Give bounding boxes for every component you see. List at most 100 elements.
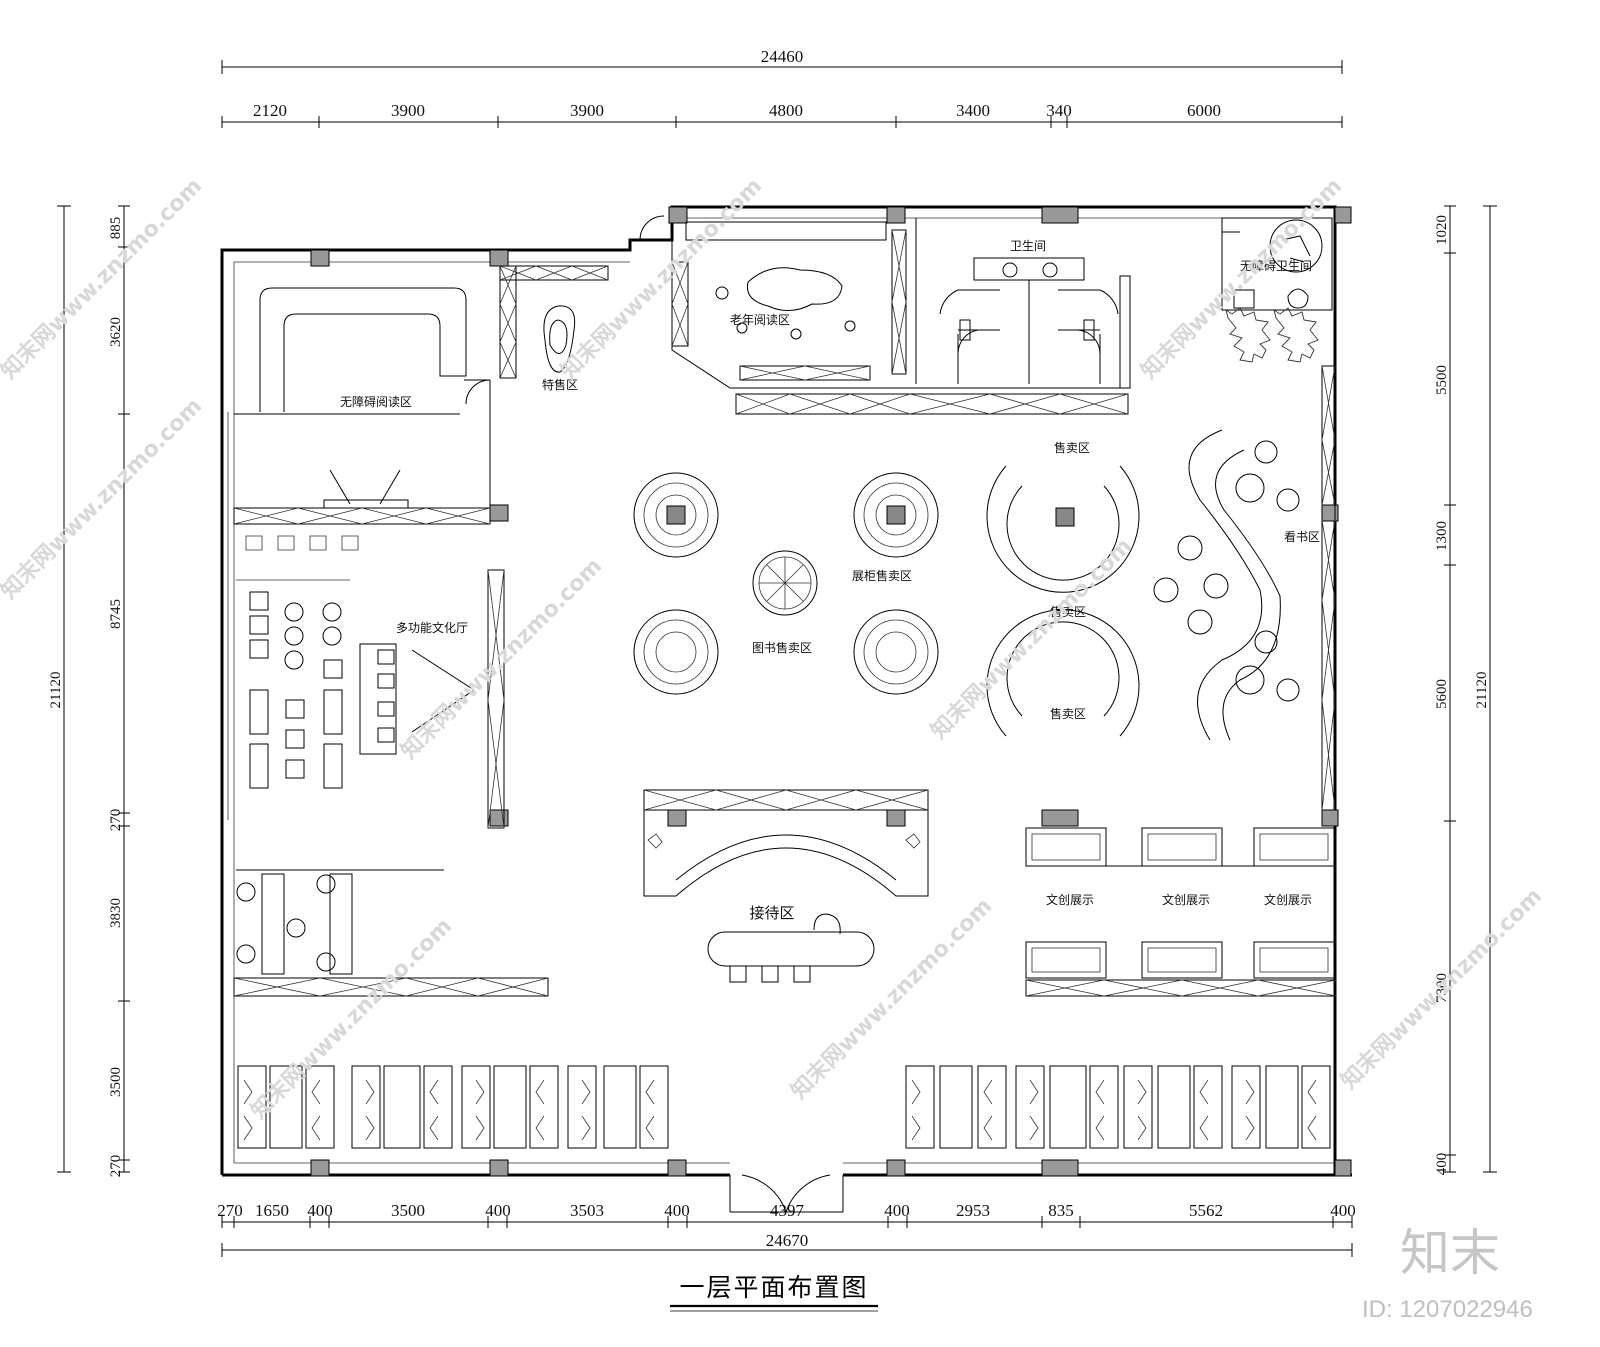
room-label-reading: 看书区: [1284, 530, 1320, 544]
watermark-text-7: 知末网www.znzmo.com: [1136, 173, 1347, 384]
watermark-text-5: 知末网www.znzmo.com: [926, 533, 1137, 744]
restroom: 卫生间: [915, 218, 1131, 389]
bottom-total-dimension: 24670: [221, 1231, 1353, 1257]
watermark-text-8: 知末网www.znzmo.com: [1336, 883, 1547, 1094]
top-dim-5: 3400: [956, 101, 990, 120]
left-total-dimension: 21120: [48, 205, 71, 1173]
creative-display-area: 文创展示 文创展示 文创展示: [1025, 827, 1337, 997]
right-dim-1: 1020: [1434, 215, 1450, 245]
room-label-restroom: 卫生间: [1010, 239, 1046, 253]
brand-id-text: ID: 1207022946: [1362, 1296, 1533, 1323]
top-dim-7: 6000: [1187, 101, 1221, 120]
bottom-dim-10: 2953: [956, 1201, 990, 1220]
right-dim-3: 1300: [1434, 521, 1450, 551]
left-dim-6: 3500: [108, 1067, 124, 1097]
bottom-dim-12: 5562: [1189, 1201, 1223, 1220]
bottom-dim-11: 835: [1048, 1201, 1074, 1220]
reading-wave-seating: 看书区: [1153, 429, 1320, 741]
structural-columns: [310, 206, 1352, 1177]
room-label-book-sales: 图书售卖区: [752, 640, 812, 655]
entrance-door: [729, 1174, 844, 1213]
top-dim-6: 340: [1046, 101, 1072, 120]
right-total-dimension: 21120: [1474, 205, 1497, 1173]
right-wall-shelves: [1321, 365, 1336, 811]
bottom-dim-6: 3503: [570, 1201, 604, 1220]
spiral-display: [752, 550, 818, 616]
lounge-seating: [236, 873, 353, 975]
brand-logo-text: 知末: [1400, 1224, 1500, 1282]
watermark-text-3: 知末网www.znzmo.com: [396, 553, 607, 764]
drawing-title: 一层平面布置图: [670, 1273, 878, 1312]
right-dim-2: 5500: [1434, 365, 1450, 395]
left-dim-1: 885: [108, 217, 124, 240]
right-dim-4: 5600: [1434, 679, 1450, 709]
top-dim-1: 2120: [253, 101, 287, 120]
curved-sales-counters: 售卖区 售卖区 售卖区: [986, 440, 1140, 737]
round-display-tables: 展柜售卖区 图书售卖区: [633, 472, 939, 695]
top-total-label: 24460: [761, 47, 804, 66]
bottom-dim-9: 400: [884, 1201, 910, 1220]
left-dim-2: 3620: [108, 317, 124, 347]
room-label-sales-1: 售卖区: [1054, 440, 1090, 455]
top-total-dimension: 24460: [221, 47, 1343, 74]
bottom-dim-13: 400: [1330, 1201, 1356, 1220]
left-segment-dimensions: 885 3620 8745 270 3830 3500 270: [108, 205, 130, 1178]
left-total-label: 21120: [48, 672, 64, 709]
accessible-restroom: 无障碍卫生间: [1221, 217, 1333, 311]
room-label-special-sale: 特售区: [542, 377, 578, 392]
reception-area: 接待区: [643, 789, 929, 983]
bottom-total-label: 24670: [766, 1231, 809, 1250]
watermark-text-2: 知末网www.znzmo.com: [0, 393, 207, 604]
room-label-sales-2: 售卖区: [1050, 604, 1086, 619]
right-segment-dimensions: 1020 5500 1300 5600 7300 400: [1434, 205, 1456, 1176]
bottom-segment-dimensions: 270 1650 400 3500 400 3503 400 4397 400 …: [217, 1201, 1356, 1228]
room-label-accessible-reading: 无障碍阅读区: [340, 394, 412, 409]
bottom-dim-7: 400: [664, 1201, 690, 1220]
special-sale-area: 特售区: [499, 215, 665, 392]
watermark-text-4: 知末网www.znzmo.com: [556, 173, 767, 384]
round-table-4: [853, 609, 939, 695]
watermark-text-1: 知末网www.znzmo.com: [0, 173, 207, 384]
multi-function-hall: 多功能文化厅: [236, 535, 505, 871]
right-dim-6: 400: [1434, 1153, 1450, 1176]
bottom-dim-8: 4397: [770, 1201, 805, 1220]
watermark-text-6: 知末网www.znzmo.com: [786, 893, 997, 1104]
room-label-creative-1: 文创展示: [1046, 892, 1094, 907]
room-label-accessible-restroom: 无障碍卫生间: [1240, 258, 1312, 273]
left-dim-5: 3830: [108, 898, 124, 928]
bottom-dim-4: 3500: [391, 1201, 425, 1220]
senior-reading-room: 老年阅读区: [671, 221, 1126, 389]
bottom-dim-1: 270: [217, 1201, 243, 1220]
top-dim-3: 3900: [570, 101, 604, 120]
shelf-band-bottom-left: [233, 977, 549, 997]
bottom-dim-3: 400: [307, 1201, 333, 1220]
room-label-sales-3: 售卖区: [1050, 706, 1086, 721]
window-booths-left: [237, 1065, 669, 1149]
exterior-walls: [220, 205, 1352, 1177]
room-label-cabinet-sales: 展柜售卖区: [852, 568, 912, 583]
left-dim-7: 270: [108, 1155, 124, 1178]
left-dim-3: 8745: [108, 599, 124, 629]
round-table-2: [853, 472, 939, 558]
top-dim-4: 4800: [769, 101, 803, 120]
right-total-label: 21120: [1474, 672, 1490, 709]
top-segment-dimensions: 2120 3900 3900 4800 3400 340 6000: [221, 101, 1343, 128]
bottom-dim-2: 1650: [255, 1201, 289, 1220]
room-label-creative-3: 文创展示: [1264, 892, 1312, 907]
window-booths-right: [905, 1065, 1331, 1149]
room-label-creative-2: 文创展示: [1162, 892, 1210, 907]
shelf-band-top: [735, 393, 1129, 415]
left-dim-4: 270: [108, 809, 124, 832]
accessible-reading-room: 无障碍阅读区: [233, 287, 491, 525]
watermark-text-9: 知末网www.znzmo.com: [246, 913, 457, 1124]
brand-watermark: 知末 ID: 1207022946: [1362, 1224, 1533, 1323]
room-label-reception: 接待区: [749, 904, 794, 922]
planter-shrubs: [1225, 307, 1319, 363]
right-dim-5: 7300: [1434, 973, 1450, 1003]
drawing-title-text: 一层平面布置图: [679, 1273, 868, 1302]
round-table-3: [633, 609, 719, 695]
bottom-dim-5: 400: [485, 1201, 511, 1220]
round-table-1: [633, 472, 719, 558]
room-label-senior-reading: 老年阅读区: [730, 313, 790, 327]
